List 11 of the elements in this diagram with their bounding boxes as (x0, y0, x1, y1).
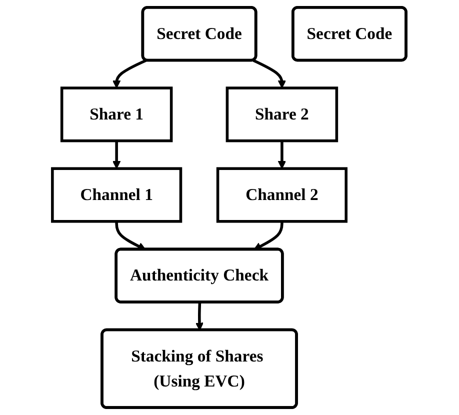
arrow (112, 59, 148, 88)
arrow (112, 140, 121, 169)
node-box: Share 2 (226, 86, 338, 142)
arrow (115, 221, 146, 250)
arrow (254, 221, 284, 250)
arrow (252, 59, 286, 88)
node-box: Share 1 (60, 86, 173, 142)
arrow (196, 302, 204, 331)
arrow (278, 140, 286, 169)
node-box: Channel 2 (216, 167, 348, 223)
node-box: Channel 1 (51, 167, 182, 223)
